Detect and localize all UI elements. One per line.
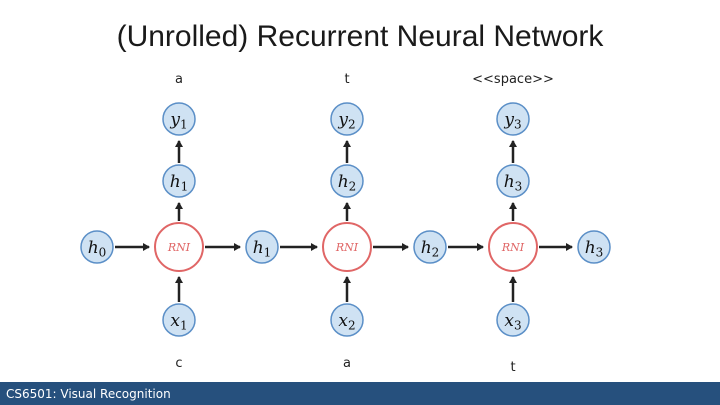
input-char-1: c bbox=[175, 356, 183, 371]
output-y2-circle bbox=[330, 102, 364, 136]
chain-h1-circle bbox=[245, 230, 279, 264]
slide-title: (Unrolled) Recurrent Neural Network bbox=[116, 20, 604, 53]
footer-bar: CS6501: Visual Recognition bbox=[0, 382, 720, 405]
chain-h0-circle bbox=[80, 230, 114, 264]
input-char-3: t bbox=[510, 360, 516, 375]
input-x3-circle bbox=[496, 303, 530, 337]
hidden-h1-circle bbox=[162, 164, 196, 198]
input-x2-circle bbox=[330, 303, 364, 337]
rnn-cell-1 bbox=[154, 222, 204, 272]
edges-layer bbox=[115, 140, 573, 302]
rnn-cell-2-label: RNI bbox=[335, 241, 359, 254]
hidden-h3-circle bbox=[496, 164, 530, 198]
output-char-1: a bbox=[175, 72, 183, 87]
output-y1-circle bbox=[162, 102, 196, 136]
rnn-cell-1-label: RNI bbox=[167, 241, 191, 254]
course-label: CS6501: Visual Recognition bbox=[6, 387, 171, 401]
rnn-cell-2 bbox=[322, 222, 372, 272]
chain-h3-circle bbox=[577, 230, 611, 264]
chain-h2-circle bbox=[413, 230, 447, 264]
rnn-cell-3 bbox=[488, 222, 538, 272]
output-char-2: t bbox=[344, 72, 350, 87]
input-x1-circle bbox=[162, 303, 196, 337]
output-char-3: <<space>> bbox=[472, 72, 554, 87]
output-y3-circle bbox=[496, 102, 530, 136]
input-char-2: a bbox=[343, 356, 351, 371]
rnn-cell-3-label: RNI bbox=[501, 241, 525, 254]
hidden-h2-circle bbox=[330, 164, 364, 198]
